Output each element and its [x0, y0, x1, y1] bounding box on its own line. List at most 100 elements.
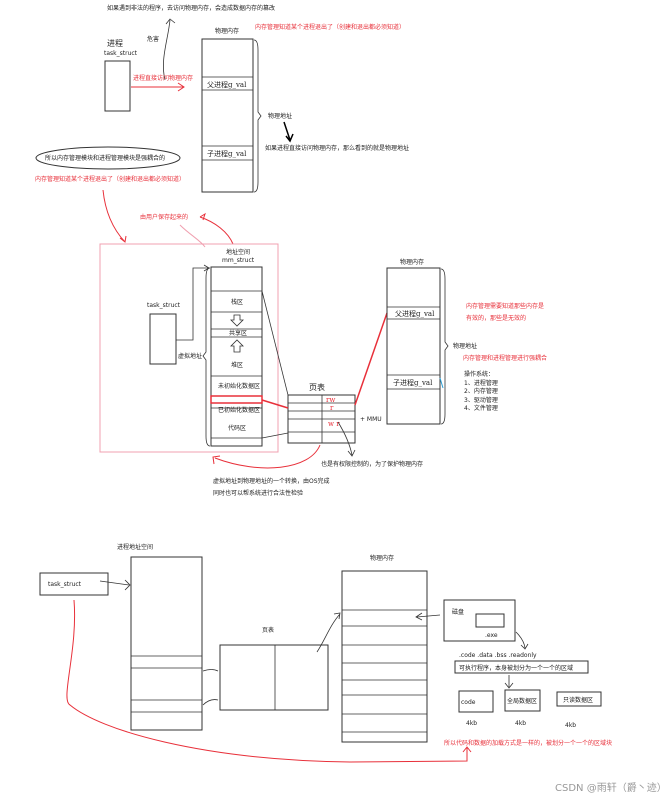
page-table-label: 页表	[309, 382, 325, 392]
task-struct-label-2: task_struct	[147, 302, 181, 309]
child-gval-2: 子进程g_val	[393, 378, 433, 387]
arrow	[515, 631, 529, 650]
brace-icon	[202, 267, 211, 447]
region-bss: 未初始化数据区	[218, 382, 260, 390]
proc-addr-space-box	[130, 556, 203, 731]
size-readonly: 4kb	[565, 722, 576, 729]
global-data-label: 全局数据区	[507, 697, 537, 705]
translate-note-2: 同时也可以帮系统进行合法性检验	[213, 489, 303, 497]
arrow	[504, 675, 514, 689]
page-table-box-2	[219, 644, 329, 711]
red-arrow-left	[102, 189, 127, 243]
readonly-data-label: 只读数据区	[563, 696, 593, 704]
mm-valid-2: 有效的，那些是无效的	[466, 314, 526, 322]
direct-access-arrow	[131, 82, 185, 92]
region-heap: 堆区	[231, 361, 243, 369]
load-arrow	[415, 612, 441, 621]
harm-arrow	[162, 18, 176, 81]
phys-mem-box	[201, 38, 254, 193]
addr-space-box	[210, 266, 263, 447]
red-link-curve	[66, 599, 472, 763]
perm-note: 也是有权限控制的，为了保护物理内存	[321, 460, 423, 468]
phys-addr-label: 物理地址	[268, 112, 292, 120]
load-note: 所以代码和数据的加载方式是一样的，被划分一个一个的区域块	[444, 739, 612, 747]
os-item-3: 3、驱动管理	[464, 396, 498, 404]
exe-file-icon	[475, 613, 505, 628]
coupling-note: 所以内存管理模块和进程管理模块是强耦合的	[45, 154, 165, 162]
up-arrow-icon	[230, 339, 244, 353]
task-struct-label: task_struct	[104, 50, 138, 57]
brace-icon	[440, 268, 449, 425]
phys-mem-label-3: 物理内存	[370, 554, 394, 562]
process-label: 进程	[107, 39, 123, 48]
disk-label: 磁盘	[452, 608, 464, 616]
phys-mem-label: 物理内存	[215, 27, 239, 35]
phys-addr-note: 如果进程直接访问物理内存，那么看到的就是物理地址	[265, 144, 409, 152]
phys-mem-label-2: 物理内存	[400, 258, 424, 266]
parent-gval: 父进程g_val	[207, 80, 247, 89]
mm-pointer-arrow	[176, 264, 210, 341]
mmu-label: + MMU	[360, 416, 382, 423]
addr-space-label: 地址空间	[226, 248, 250, 256]
region-data: 已初始化数据区	[218, 406, 260, 414]
down-arrow-icon	[230, 314, 244, 327]
task-struct-box	[104, 60, 131, 112]
perm-r: r	[330, 404, 334, 412]
code-label: code	[461, 699, 476, 706]
mm-knows-exit-top: 内存管理知道某个进程退出了（创建和退出都必须知道）	[255, 23, 405, 31]
proc-addr-space-label: 进程地址空间	[117, 543, 153, 551]
mm-struct-label: mm_struct	[222, 257, 255, 264]
arrow	[99, 579, 131, 591]
os-title: 操作系统：	[464, 370, 494, 378]
blue-mark	[439, 377, 444, 389]
os-item-2: 2、内存管理	[464, 387, 498, 395]
exe-note: 可执行程序，本身被划分为一个一个的区域	[459, 664, 573, 672]
os-item-1: 1、进程管理	[464, 379, 498, 387]
harm-label: 危害	[147, 35, 159, 43]
mm-knows-exit: 内存管理知道某个进程退出了（创建和退出都必须知道）	[35, 175, 185, 183]
sections-label: .code .data .bss .readonly	[459, 652, 537, 659]
perm-wr: w r	[328, 420, 340, 428]
arrows	[202, 669, 219, 706]
translate-arrow	[212, 444, 321, 469]
coupling-ellipse	[35, 146, 181, 170]
virt-addr-label: 虚拟地址	[178, 352, 202, 360]
region-stack: 栈区	[231, 298, 243, 306]
size-global: 4kb	[515, 720, 526, 727]
mapping-line	[261, 312, 388, 409]
child-gval: 子进程g_val	[207, 149, 247, 158]
readonly-data-box	[556, 691, 602, 707]
process-frame	[99, 243, 279, 453]
red-arrow-right	[199, 212, 234, 245]
parent-gval-2: 父进程g_val	[395, 309, 435, 318]
exe-note-box	[454, 660, 589, 674]
page-table-label-2: 页表	[262, 626, 274, 634]
phys-mem-box-3	[341, 570, 428, 743]
perm-arrow	[337, 421, 356, 457]
mm-valid-1: 内存管理需要知道那些内存是	[466, 302, 544, 310]
illegal-note: 如果遇到非法的程序，去访问物理内存，会造成数据内存的篡改	[107, 4, 275, 12]
down-arrow-icon	[283, 121, 294, 143]
task-struct-label-3: task_struct	[48, 581, 82, 588]
os-item-4: 4、文件管理	[464, 404, 498, 412]
perm-rw: rw	[326, 396, 335, 404]
global-data-box	[504, 689, 541, 712]
phys-addr-label-2: 物理地址	[453, 342, 477, 350]
exe-label: .exe	[485, 632, 498, 639]
task-struct-box-2	[149, 313, 177, 365]
translate-note-1: 虚拟地址到物理地址的一个转换，由OS完成	[213, 477, 330, 485]
direct-access-label: 进程直接访问物理内存	[133, 74, 193, 82]
phys-mem-box-2	[386, 267, 441, 425]
watermark: CSDN @雨轩（爵丶迹）	[555, 781, 663, 794]
highlighted-region	[210, 395, 263, 404]
disk-box	[443, 599, 516, 642]
region-code: 代码区	[228, 424, 246, 432]
mm-pm-coupling: 内存管理和进程管理进行强耦合	[463, 354, 547, 362]
code-box	[458, 690, 494, 713]
task-struct-box-3	[39, 572, 109, 596]
region-shared: 共享区	[229, 329, 247, 337]
size-code: 4kb	[466, 720, 477, 727]
saved-by-user: 由用户保存起来的	[140, 213, 188, 221]
red-curve	[179, 224, 206, 248]
